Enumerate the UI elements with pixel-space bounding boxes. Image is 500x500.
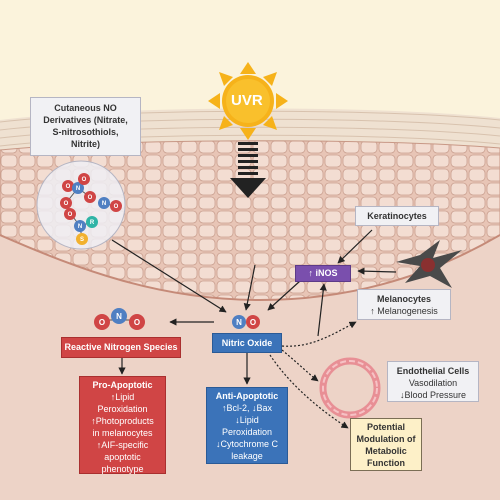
cutaneous-no-line-2: Derivatives (Nitrate, bbox=[43, 115, 128, 125]
molecule-letter-o: O bbox=[114, 204, 119, 210]
molecule-letter-s: S bbox=[80, 237, 84, 243]
svg-text:N: N bbox=[116, 312, 122, 321]
melanocytes-title: Melanocytes bbox=[376, 294, 432, 304]
anti-apoptotic-line-3: Peroxidation bbox=[221, 427, 273, 437]
metabolic-line-1: Potential bbox=[366, 422, 405, 432]
pro-apoptotic-line-7: phenotype bbox=[101, 464, 144, 474]
metabolic-line-4: Function bbox=[367, 458, 405, 468]
molecule-letter-n: N bbox=[102, 201, 106, 207]
inos-box: ↑ iNOS bbox=[295, 265, 351, 282]
molecule-cluster: O N O O O N O O N R S bbox=[36, 160, 126, 250]
arrow-no-to-metabolic bbox=[269, 354, 349, 429]
metabolic-line-3: Metabolic bbox=[365, 446, 407, 456]
arrow-no-to-vessel bbox=[281, 349, 319, 382]
melanocytes-box: Melanocytes ↑ Melanogenesis bbox=[357, 289, 451, 320]
pro-apoptotic-line-1: ↑Lipid bbox=[110, 392, 135, 402]
keratinocytes-box: Keratinocytes bbox=[355, 206, 439, 226]
pro-apoptotic-line-4: in melanocytes bbox=[92, 428, 153, 438]
molecule-letter-o: O bbox=[64, 201, 69, 207]
uv-arrow bbox=[230, 142, 266, 198]
molecule-letter-n: N bbox=[76, 186, 80, 192]
arrow-derivatives-to-no bbox=[111, 239, 227, 313]
no2-molecule-icon: O N O bbox=[94, 308, 145, 330]
nitric-oxide-box: Nitric Oxide bbox=[212, 333, 282, 353]
arrow-keratinocytes-to-inos bbox=[337, 229, 373, 264]
molecule-letter-n: N bbox=[78, 224, 82, 230]
endothelial-title: Endothelial Cells bbox=[396, 366, 470, 376]
anti-apoptotic-line-2: ↓Lipid bbox=[235, 415, 259, 425]
anti-apoptotic-title: Anti-Apoptotic bbox=[215, 391, 279, 401]
metabolic-line-2: Modulation of bbox=[356, 434, 416, 444]
pro-apoptotic-title: Pro-Apoptotic bbox=[92, 380, 153, 390]
endothelial-cells-box: Endothelial Cells Vasodilation ↓Blood Pr… bbox=[387, 361, 479, 402]
svg-text:N: N bbox=[236, 318, 242, 327]
molecule-letter-o: O bbox=[68, 212, 73, 218]
cutaneous-no-line-4: Nitrite) bbox=[71, 139, 100, 149]
anti-apoptotic-line-5: leakage bbox=[231, 451, 263, 461]
metabolic-function-box: Potential Modulation of Metabolic Functi… bbox=[350, 418, 422, 471]
pro-apoptotic-line-2: Peroxidation bbox=[97, 404, 148, 414]
svg-text:O: O bbox=[99, 318, 105, 327]
pro-apoptotic-line-6: apoptotic bbox=[104, 452, 141, 462]
blood-vessel-icon bbox=[319, 357, 381, 419]
no-molecule-icon: N O bbox=[232, 315, 260, 329]
svg-text:O: O bbox=[134, 318, 140, 327]
melanocyte-cell-icon bbox=[396, 240, 462, 288]
cutaneous-no-box: Cutaneous NO Derivatives (Nitrate, S-nit… bbox=[30, 97, 141, 156]
pro-apoptotic-line-3: ↑Photoproducts bbox=[91, 416, 154, 426]
molecule-letter-r: R bbox=[90, 220, 95, 226]
cutaneous-no-line-3: S-nitrosothiols, bbox=[52, 127, 119, 137]
endothelial-line-2: ↓Blood Pressure bbox=[399, 390, 467, 400]
anti-apoptotic-line-1: ↑Bcl-2, ↓Bax bbox=[221, 403, 272, 413]
endothelial-line-1: Vasodilation bbox=[408, 378, 458, 388]
uvr-label: UVR bbox=[231, 92, 263, 109]
anti-apoptotic-line-4: ↓Cytochrome C bbox=[215, 439, 278, 449]
melanocytes-effect: ↑ Melanogenesis bbox=[370, 306, 438, 316]
arrow-inos-to-no bbox=[267, 280, 301, 311]
molecule-letter-o: O bbox=[82, 177, 87, 183]
pro-apoptotic-box: Pro-Apoptotic ↑Lipid Peroxidation ↑Photo… bbox=[79, 376, 166, 474]
svg-text:O: O bbox=[250, 318, 256, 327]
pro-apoptotic-line-5: ↑AIF-specific bbox=[96, 440, 149, 450]
molecule-letter-o: O bbox=[88, 195, 93, 201]
sun-icon bbox=[208, 62, 288, 140]
reactive-nitrogen-species-box: Reactive Nitrogen Species bbox=[61, 337, 181, 358]
molecule-letter-o: O bbox=[66, 184, 71, 190]
arrow-melanocyte-to-inos bbox=[357, 267, 397, 275]
arrow-uvr-to-no bbox=[243, 264, 256, 311]
anti-apoptotic-box: Anti-Apoptotic ↑Bcl-2, ↓Bax ↓Lipid Perox… bbox=[206, 387, 288, 464]
cutaneous-no-line-1: Cutaneous NO bbox=[54, 103, 117, 113]
arrow-no-to-melanocytes bbox=[317, 283, 327, 337]
